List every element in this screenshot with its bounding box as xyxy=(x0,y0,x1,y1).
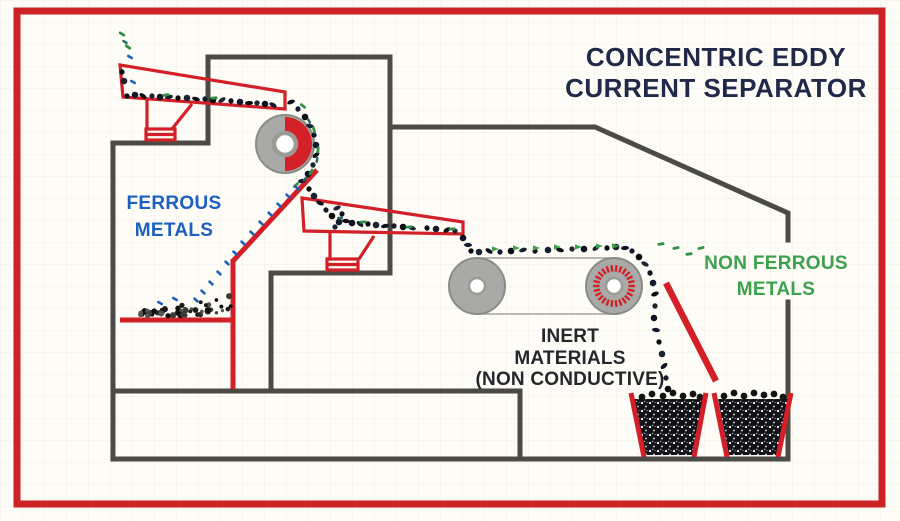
non-ferrous-metals-label: NON FERROUS METALS xyxy=(704,253,848,300)
bin-right-fill xyxy=(718,399,788,455)
bin-left-wall-l xyxy=(628,392,647,458)
ferrous-particles xyxy=(126,54,300,306)
bin-left-fill xyxy=(634,399,703,455)
machine-body-outline xyxy=(110,54,791,462)
pulley-left-hub xyxy=(467,276,487,296)
splitter-blade xyxy=(663,281,719,383)
feeder1-tray xyxy=(118,63,287,111)
ferrous-label-line2: METALS xyxy=(135,220,214,241)
inert-label-line2: MATERIALS xyxy=(514,348,625,369)
bin-left-wall-r xyxy=(691,392,709,458)
inert-label-line3: (NON CONDUCTIVE) xyxy=(476,369,665,390)
diagram-title-line1: CONCENTRIC EDDY xyxy=(586,42,846,72)
diagram-title: CONCENTRIC EDDY CURRENT SEPARATOR xyxy=(565,42,867,103)
outer-border xyxy=(13,7,886,508)
ferrous-pile xyxy=(138,293,233,319)
machine-base-ledge xyxy=(110,388,523,462)
ferrous-chute xyxy=(120,168,319,389)
bin-right-wall-l xyxy=(711,392,730,458)
bin-left-heap xyxy=(638,389,704,401)
collection-bin-right xyxy=(711,389,794,458)
drum-magnet-half xyxy=(285,117,312,171)
material-stream xyxy=(119,69,672,393)
machine-roof-outline xyxy=(387,124,791,243)
inert-materials-label: INERT MATERIALS (NON CONDUCTIVE) xyxy=(476,326,665,390)
bin-right-wall-r xyxy=(775,392,794,458)
diagram-title-line2: CURRENT SEPARATOR xyxy=(565,73,867,103)
non-ferrous-label-line1: NON FERROUS xyxy=(704,253,848,274)
feeder2-tray xyxy=(300,196,465,236)
feeder1-funnel xyxy=(145,100,194,130)
drum-hub xyxy=(271,130,299,158)
ferrous-label-line1: FERROUS xyxy=(127,193,222,214)
separator-drum xyxy=(255,114,315,174)
non-ferrous-label-line2: METALS xyxy=(737,279,816,300)
machine-outline xyxy=(110,54,791,462)
ferrous-metals-label: FERROUS METALS xyxy=(127,193,222,241)
bin-right-heap xyxy=(720,389,787,401)
machine-step-outline xyxy=(268,270,393,394)
non-ferrous-particles xyxy=(118,31,705,256)
magnet-ring-icon xyxy=(593,265,635,307)
collection-bin-left xyxy=(628,389,709,458)
vibratory-feeder-2 xyxy=(300,196,465,272)
conveyor-belt xyxy=(448,257,643,315)
inert-label-line1: INERT xyxy=(541,326,599,347)
vibratory-feeder-1 xyxy=(118,63,287,142)
feeder2-funnel xyxy=(328,233,376,260)
pulley-right-hub xyxy=(604,276,624,296)
ferrous-chute-diagonal xyxy=(231,168,319,263)
